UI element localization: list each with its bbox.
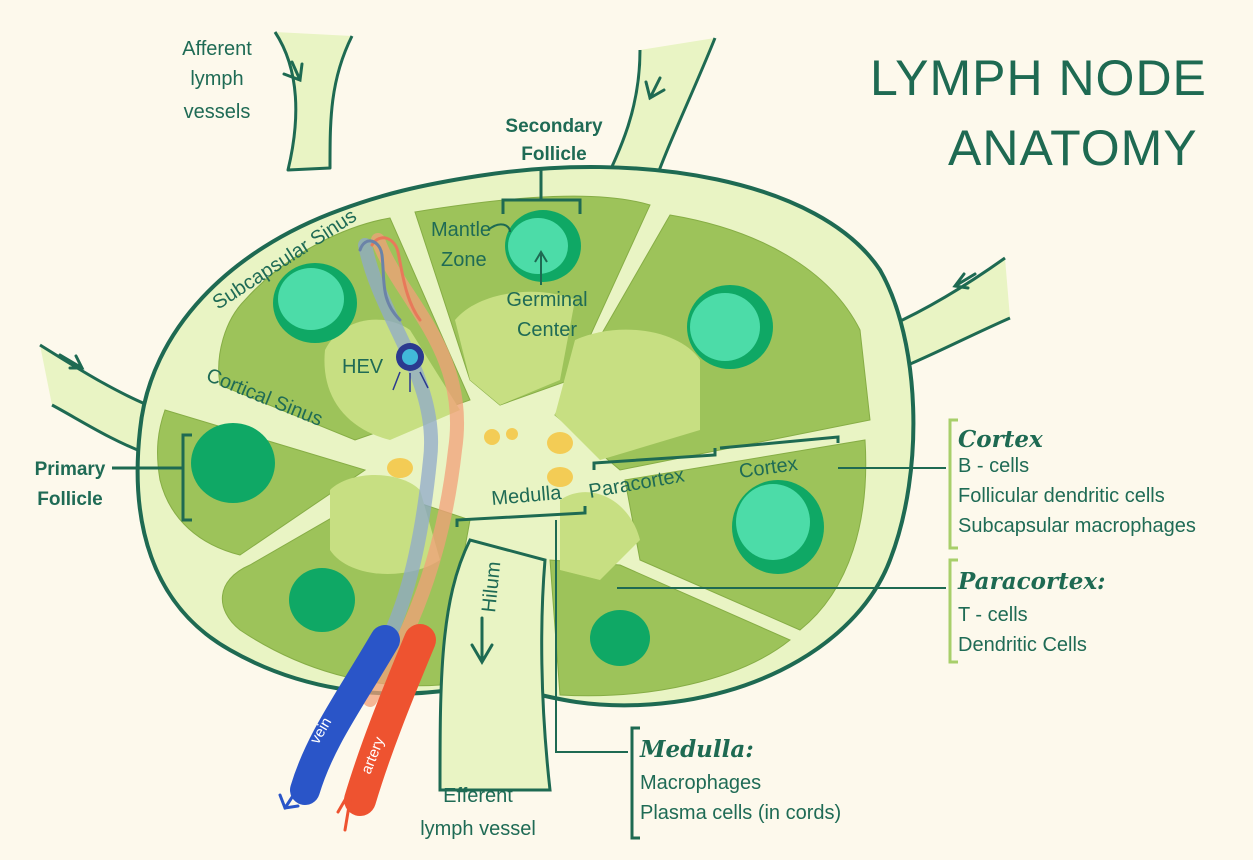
efferent-label-2: lymph vessel [420,818,536,840]
legend-cortex-heading: Cortex [958,426,1043,453]
legend-medulla-heading: Medulla: [639,736,754,763]
germinal-center-label-2: Center [517,319,577,341]
germinal-center-label-1: Germinal [506,289,587,311]
title-line2: ANATOMY [948,120,1198,176]
afferent-label-1: Afferent [182,38,252,60]
secondary-follicle [505,210,581,282]
title-line1: LYMPH NODE [870,50,1207,106]
mantle-zone-label-2: Zone [441,249,487,271]
primary-follicle-label-1: Primary [35,459,106,480]
efferent-label-1: Efferent [443,785,513,807]
legend-cortex-item: B - cells [958,455,1029,477]
legend-cortex-item: Subcapsular macrophages [958,515,1196,537]
afferent-label-2: lymph [190,68,243,90]
legend-medulla: Medulla: Macrophages Plasma cells (in co… [632,728,841,838]
legend-paracortex-item: Dendritic Cells [958,634,1087,656]
follicle-lower-right [590,610,650,666]
legend-paracortex: Paracortex: T - cells Dendritic Cells [950,560,1106,662]
secondary-follicle-label-2: Follicle [521,144,586,165]
mantle-zone-label-1: Mantle [431,219,491,241]
legend-medulla-item: Macrophages [640,772,761,794]
follicle-right [732,480,824,574]
follicle-upper-right [687,285,773,369]
legend-paracortex-item: T - cells [958,604,1028,626]
legend-medulla-item: Plasma cells (in cords) [640,802,841,824]
secondary-follicle-label-1: Secondary [505,116,603,137]
legend-cortex: Cortex B - cells Follicular dendritic ce… [950,420,1196,548]
follicle-upper-left [273,263,357,343]
primary-follicle-label-2: Follicle [37,489,102,510]
legend-paracortex-heading: Paracortex: [957,568,1106,595]
afferent-vessel-top-left [275,32,352,170]
hev-label: HEV [342,356,384,378]
primary-follicle [191,423,275,503]
afferent-label-3: vessels [184,101,251,123]
legend-cortex-item: Follicular dendritic cells [958,485,1165,507]
follicle-lower-left [289,568,355,632]
